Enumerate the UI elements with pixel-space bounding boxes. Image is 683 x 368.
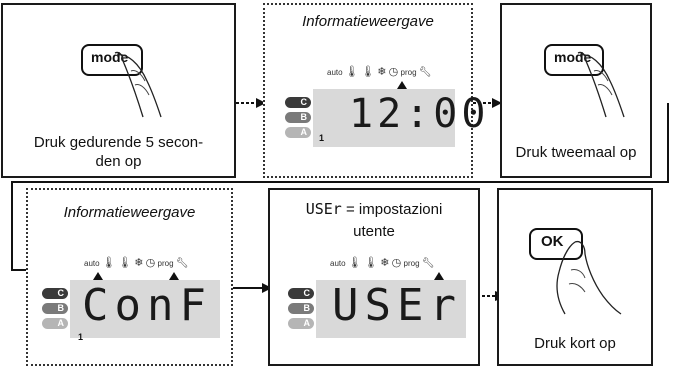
mode-button-illustration: mode <box>79 41 169 121</box>
pressing-finger-icon <box>114 51 162 118</box>
mode-indicator-a: A <box>42 318 68 329</box>
thermometer-icon: 🌡︎ <box>118 257 132 269</box>
mode-indicator-b: B <box>285 112 311 123</box>
thermometer-icon: 🌡︎ <box>344 66 359 78</box>
thermometer-icon: 🌡︎ <box>364 257 378 269</box>
instruction-text: Druk tweemaal op <box>515 144 637 161</box>
indicator-arrow-icon <box>169 272 179 280</box>
lcd-sub-digit: 1 <box>78 332 84 342</box>
wrench-icon: 🔧︎ <box>418 67 432 78</box>
wrench-icon: 🔧︎ <box>175 258 189 269</box>
snowflake-icon: ❄ <box>134 257 144 269</box>
lcd-digits: 12:00 <box>349 91 490 137</box>
panel-heading-line2: utente <box>353 223 395 240</box>
wrench-icon: 🔧︎ <box>421 258 435 269</box>
step-panel-6: OK Druk kort op <box>497 188 653 366</box>
lcd-sub-digit: 1 <box>319 133 325 143</box>
mode-indicator-c: C <box>285 97 311 108</box>
user-title-rest: = impostazioni <box>341 201 443 218</box>
ok-button-illustration: OK <box>529 226 629 316</box>
user-code: USEr <box>305 200 342 218</box>
mode-indicator-b: B <box>288 303 314 314</box>
mode-indicator-a: A <box>288 318 314 329</box>
mode-button-illustration: mode <box>542 41 632 121</box>
prog-label: prog <box>400 68 417 77</box>
lcd-display: auto 🌡︎ 🌡︎ ❄ ◷ prog 🔧︎ C B A ConF 1 <box>42 256 222 346</box>
step-panel-4: Informatieweergave auto 🌡︎ 🌡︎ ❄ ◷ prog 🔧… <box>26 188 233 366</box>
pressing-finger-icon <box>577 51 625 118</box>
instruction-text: Druk gedurende 5 secon- den op <box>33 134 204 170</box>
lcd-icon-row: auto 🌡︎ 🌡︎ ❄ ◷ prog 🔧︎ <box>327 65 431 78</box>
prog-label: prog <box>403 259 420 268</box>
step-panel-1: mode Druk gedurende 5 secon- den op <box>1 3 236 178</box>
panel-heading: USEr = impostazioni <box>270 200 478 219</box>
step-panel-3: mode Druk tweemaal op <box>500 3 652 178</box>
instruction-text: Druk kort op <box>534 335 616 352</box>
step-panel-5: USEr = impostazioni utente auto 🌡︎ 🌡︎ ❄ … <box>268 188 480 366</box>
lcd-icon-row: auto 🌡︎ 🌡︎ ❄ ◷ prog 🔧︎ <box>84 256 188 269</box>
lcd-display: auto 🌡︎ 🌡︎ ❄ ◷ prog 🔧︎ C B A 12:00 1 <box>285 65 485 149</box>
thermometer-icon: 🌡︎ <box>101 257 116 269</box>
lcd-icon-row: auto 🌡︎ 🌡︎ ❄ ◷ prog 🔧︎ <box>330 256 434 269</box>
snowflake-icon: ❄ <box>380 257 390 269</box>
lcd-digits: USEr <box>332 280 462 331</box>
panel-title: Informatieweergave <box>63 204 196 221</box>
lcd-screen <box>313 89 455 147</box>
panel-title: Informatieweergave <box>302 13 434 30</box>
auto-label: auto <box>330 259 346 268</box>
mode-indicator-b: B <box>42 303 68 314</box>
lcd-screen <box>316 280 466 338</box>
mode-indicator-c: C <box>42 288 68 299</box>
indicator-arrow-icon <box>434 272 444 280</box>
auto-label: auto <box>84 259 100 268</box>
lcd-display: auto 🌡︎ 🌡︎ ❄ ◷ prog 🔧︎ C B A USEr <box>288 256 466 346</box>
auto-label: auto <box>327 68 343 77</box>
lcd-digits: ConF <box>82 280 212 331</box>
prog-label: prog <box>157 259 174 268</box>
lcd-screen <box>70 280 220 338</box>
ok-key-label: OK <box>541 233 564 250</box>
mode-indicator-a: A <box>285 127 311 138</box>
thermometer-icon: 🌡︎ <box>347 257 362 269</box>
indicator-arrow-icon <box>397 81 407 89</box>
pressing-finger-icon <box>556 240 622 315</box>
clock-icon: ◷ <box>391 257 402 269</box>
indicator-arrow-icon <box>93 272 103 280</box>
mode-indicator-c: C <box>288 288 314 299</box>
thermometer-icon: 🌡︎ <box>361 66 375 78</box>
clock-icon: ◷ <box>388 66 399 78</box>
clock-icon: ◷ <box>145 257 156 269</box>
snowflake-icon: ❄ <box>377 66 387 78</box>
step-panel-2: Informatieweergave auto 🌡︎ 🌡︎ ❄ ◷ prog 🔧… <box>263 3 485 178</box>
